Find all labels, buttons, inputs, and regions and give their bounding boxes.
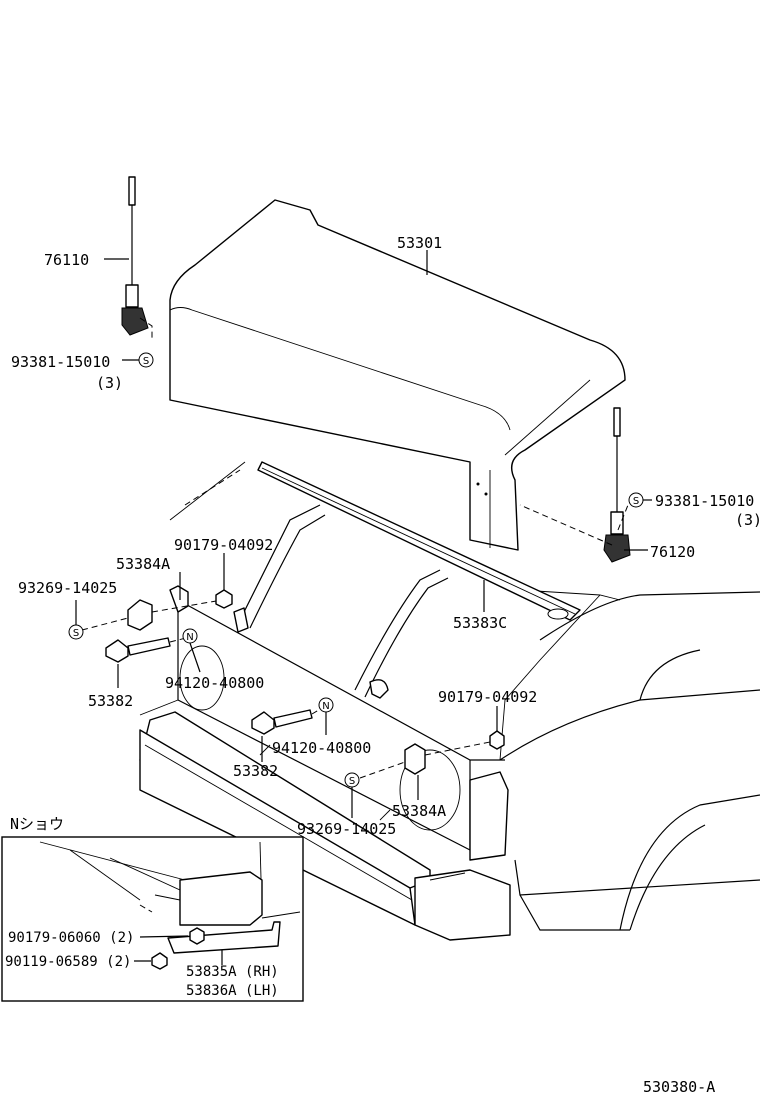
inset-label-nut: 90179-06060 (2) (8, 930, 134, 946)
hood-panel (169, 199, 626, 551)
label-emblem-right: 76120 (650, 543, 695, 561)
vehicle-front-body (139, 461, 760, 941)
inset-title: Nショウ (10, 815, 64, 833)
nut-right (489, 730, 505, 750)
inset-label-bracket-lh: 53836A (LH) (186, 983, 279, 999)
symbol-s-left-screw: S (68, 600, 84, 640)
inset-label-bolt: 90119-06589 (2) (5, 954, 131, 970)
hood-hinge-clip (233, 607, 389, 699)
svg-text:S: S (633, 496, 639, 507)
label-bolt-left: 53382 (88, 692, 133, 710)
label-screw-left: 93269-14025 (18, 579, 117, 597)
label-screw-right: 93269-14025 (297, 820, 396, 838)
symbol-s-right-clip: S (628, 492, 652, 508)
bolt-mid (251, 707, 323, 735)
label-nut-left: 90179-04092 (174, 536, 273, 554)
label-emblem-left: 76110 (44, 251, 89, 269)
diagram-code: 530380-A (643, 1078, 715, 1096)
svg-text:S: S (73, 628, 79, 639)
bolt-left (105, 637, 187, 663)
label-bolt-mid: 53382 (233, 762, 278, 780)
label-nut-n-mid: 94120-40800 (272, 739, 371, 757)
emblem-right (519, 407, 631, 563)
label-hood: 53301 (397, 234, 442, 252)
hood-bumper-left (81, 585, 223, 631)
symbol-n-left: N (182, 628, 201, 673)
label-nut-n-left: 94120-40800 (165, 674, 264, 692)
nut-left (215, 589, 233, 609)
svg-text:S: S (349, 776, 355, 787)
label-clip-right-qty: (3) (735, 511, 760, 529)
leader-lines (104, 250, 648, 800)
label-bumper-right: 53384A (392, 802, 446, 820)
part-labels: 53301 76110 93381-15010 (3) 93381-15010 … (11, 234, 760, 838)
label-nut-right: 90179-04092 (438, 688, 537, 706)
inset-detail: Nショウ 90179-06060 (2) 90119-06589 (2) 538… (1, 815, 304, 1002)
label-clip-right: 93381-15010 (655, 492, 754, 510)
emblem-left (121, 176, 153, 340)
svg-text:N: N (322, 701, 329, 712)
label-bumper-left: 53384A (116, 555, 170, 573)
hood-seal-strip (257, 461, 581, 621)
inset-label-bracket-rh: 53835A (RH) (186, 964, 279, 980)
label-seal: 53383C (453, 614, 507, 632)
svg-text:S: S (143, 356, 149, 367)
label-clip-left: 93381-15010 (11, 353, 110, 371)
symbol-s-left-clip: S (122, 352, 154, 368)
hood-bumper-right (359, 741, 491, 779)
symbol-s-right-screw: S (344, 772, 360, 818)
svg-text:N: N (186, 632, 193, 643)
label-clip-left-qty: (3) (96, 374, 123, 392)
symbol-n-mid: N (318, 697, 334, 735)
